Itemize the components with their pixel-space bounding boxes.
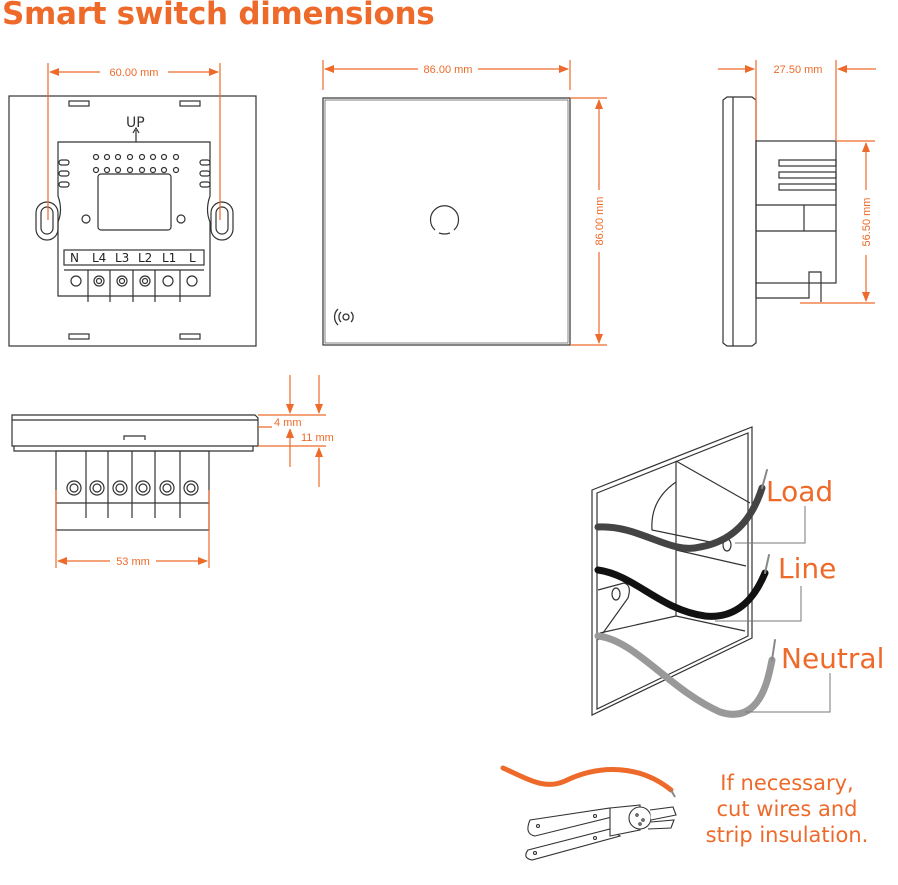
load-wire-tip [761,469,768,489]
dim-4mm-11mm [258,375,326,487]
mount-hole-right [210,201,234,241]
rear-frame [8,95,257,347]
rear-view [8,95,257,347]
terminal-labels: N L4 L3 L2 L1 L [70,251,196,265]
label-backing [421,64,475,76]
label-backing [114,556,152,568]
terminal-label: N [70,251,79,265]
touch-button [429,205,460,231]
dim-53mm [55,490,210,568]
front-panel [322,97,571,346]
wire-label-line: Line [778,552,836,585]
dim-label-86mm-width: 86.00 mm [424,64,473,76]
wire-leaders [715,506,831,713]
terminal-label: L3 [115,251,129,265]
dim-label-86mm-height: 86.00 mm [594,197,606,246]
label-backing [272,417,304,429]
wall-plate [591,426,753,716]
bottom-view [11,414,259,531]
mount-hole-left [35,201,59,241]
dim-56-50mm [800,140,875,304]
label-backing [771,64,825,76]
dim-label-60mm: 60.00 mm [110,67,159,79]
wires [594,469,776,718]
dim-label-11mm: 11 mm [301,432,334,444]
terminal-label: L4 [92,251,106,265]
pliers-icon [525,804,677,861]
dim-27-50mm [718,60,876,140]
dim-86mm-width [322,60,571,90]
dim-label-53mm: 53 mm [116,556,150,568]
terminal-label: L2 [138,251,152,265]
orange-wire [500,765,674,793]
up-label: UP [126,115,145,131]
terminal-strip [63,249,205,266]
instruction-line: cut wires and [716,797,858,821]
dim-label-56-50mm: 56.50 mm [861,198,873,247]
signal-icon [333,308,354,326]
front-view [322,97,571,346]
load-wire [594,484,766,552]
label-backing [299,432,336,444]
vent-holes [92,153,180,174]
label-backing [861,195,873,249]
instruction-line: If necessary, [720,771,854,795]
line-wire-tip [764,554,770,574]
dim-label-4mm: 4 mm [274,417,302,429]
terminal-label: L1 [162,251,176,265]
wire-label-neutral: Neutral [781,642,884,675]
rear-module [57,141,211,297]
instruction-note: If necessary, cut wires and strip insula… [692,770,882,848]
dim-60mm [47,63,221,220]
bottom-panel [11,414,259,447]
label-backing [594,194,606,248]
side-body [755,140,837,284]
side-view [722,96,837,347]
wire-tip [670,789,676,798]
page-title: Smart switch dimensions [2,0,435,32]
label-backing [107,67,161,79]
terminal-label: L [189,251,196,265]
side-panel [722,96,757,347]
dim-86mm-height [570,97,607,346]
wall-box [591,426,753,716]
line-wire [594,566,769,620]
rear-window [97,173,172,231]
dim-label-27-50mm: 27.50 mm [774,64,823,76]
instruction-line: strip insulation. [705,823,869,847]
pliers-illustration [500,765,677,861]
wire-label-load: Load [766,475,833,508]
neutral-wire [594,632,776,718]
neutral-wire-tip [771,639,776,661]
